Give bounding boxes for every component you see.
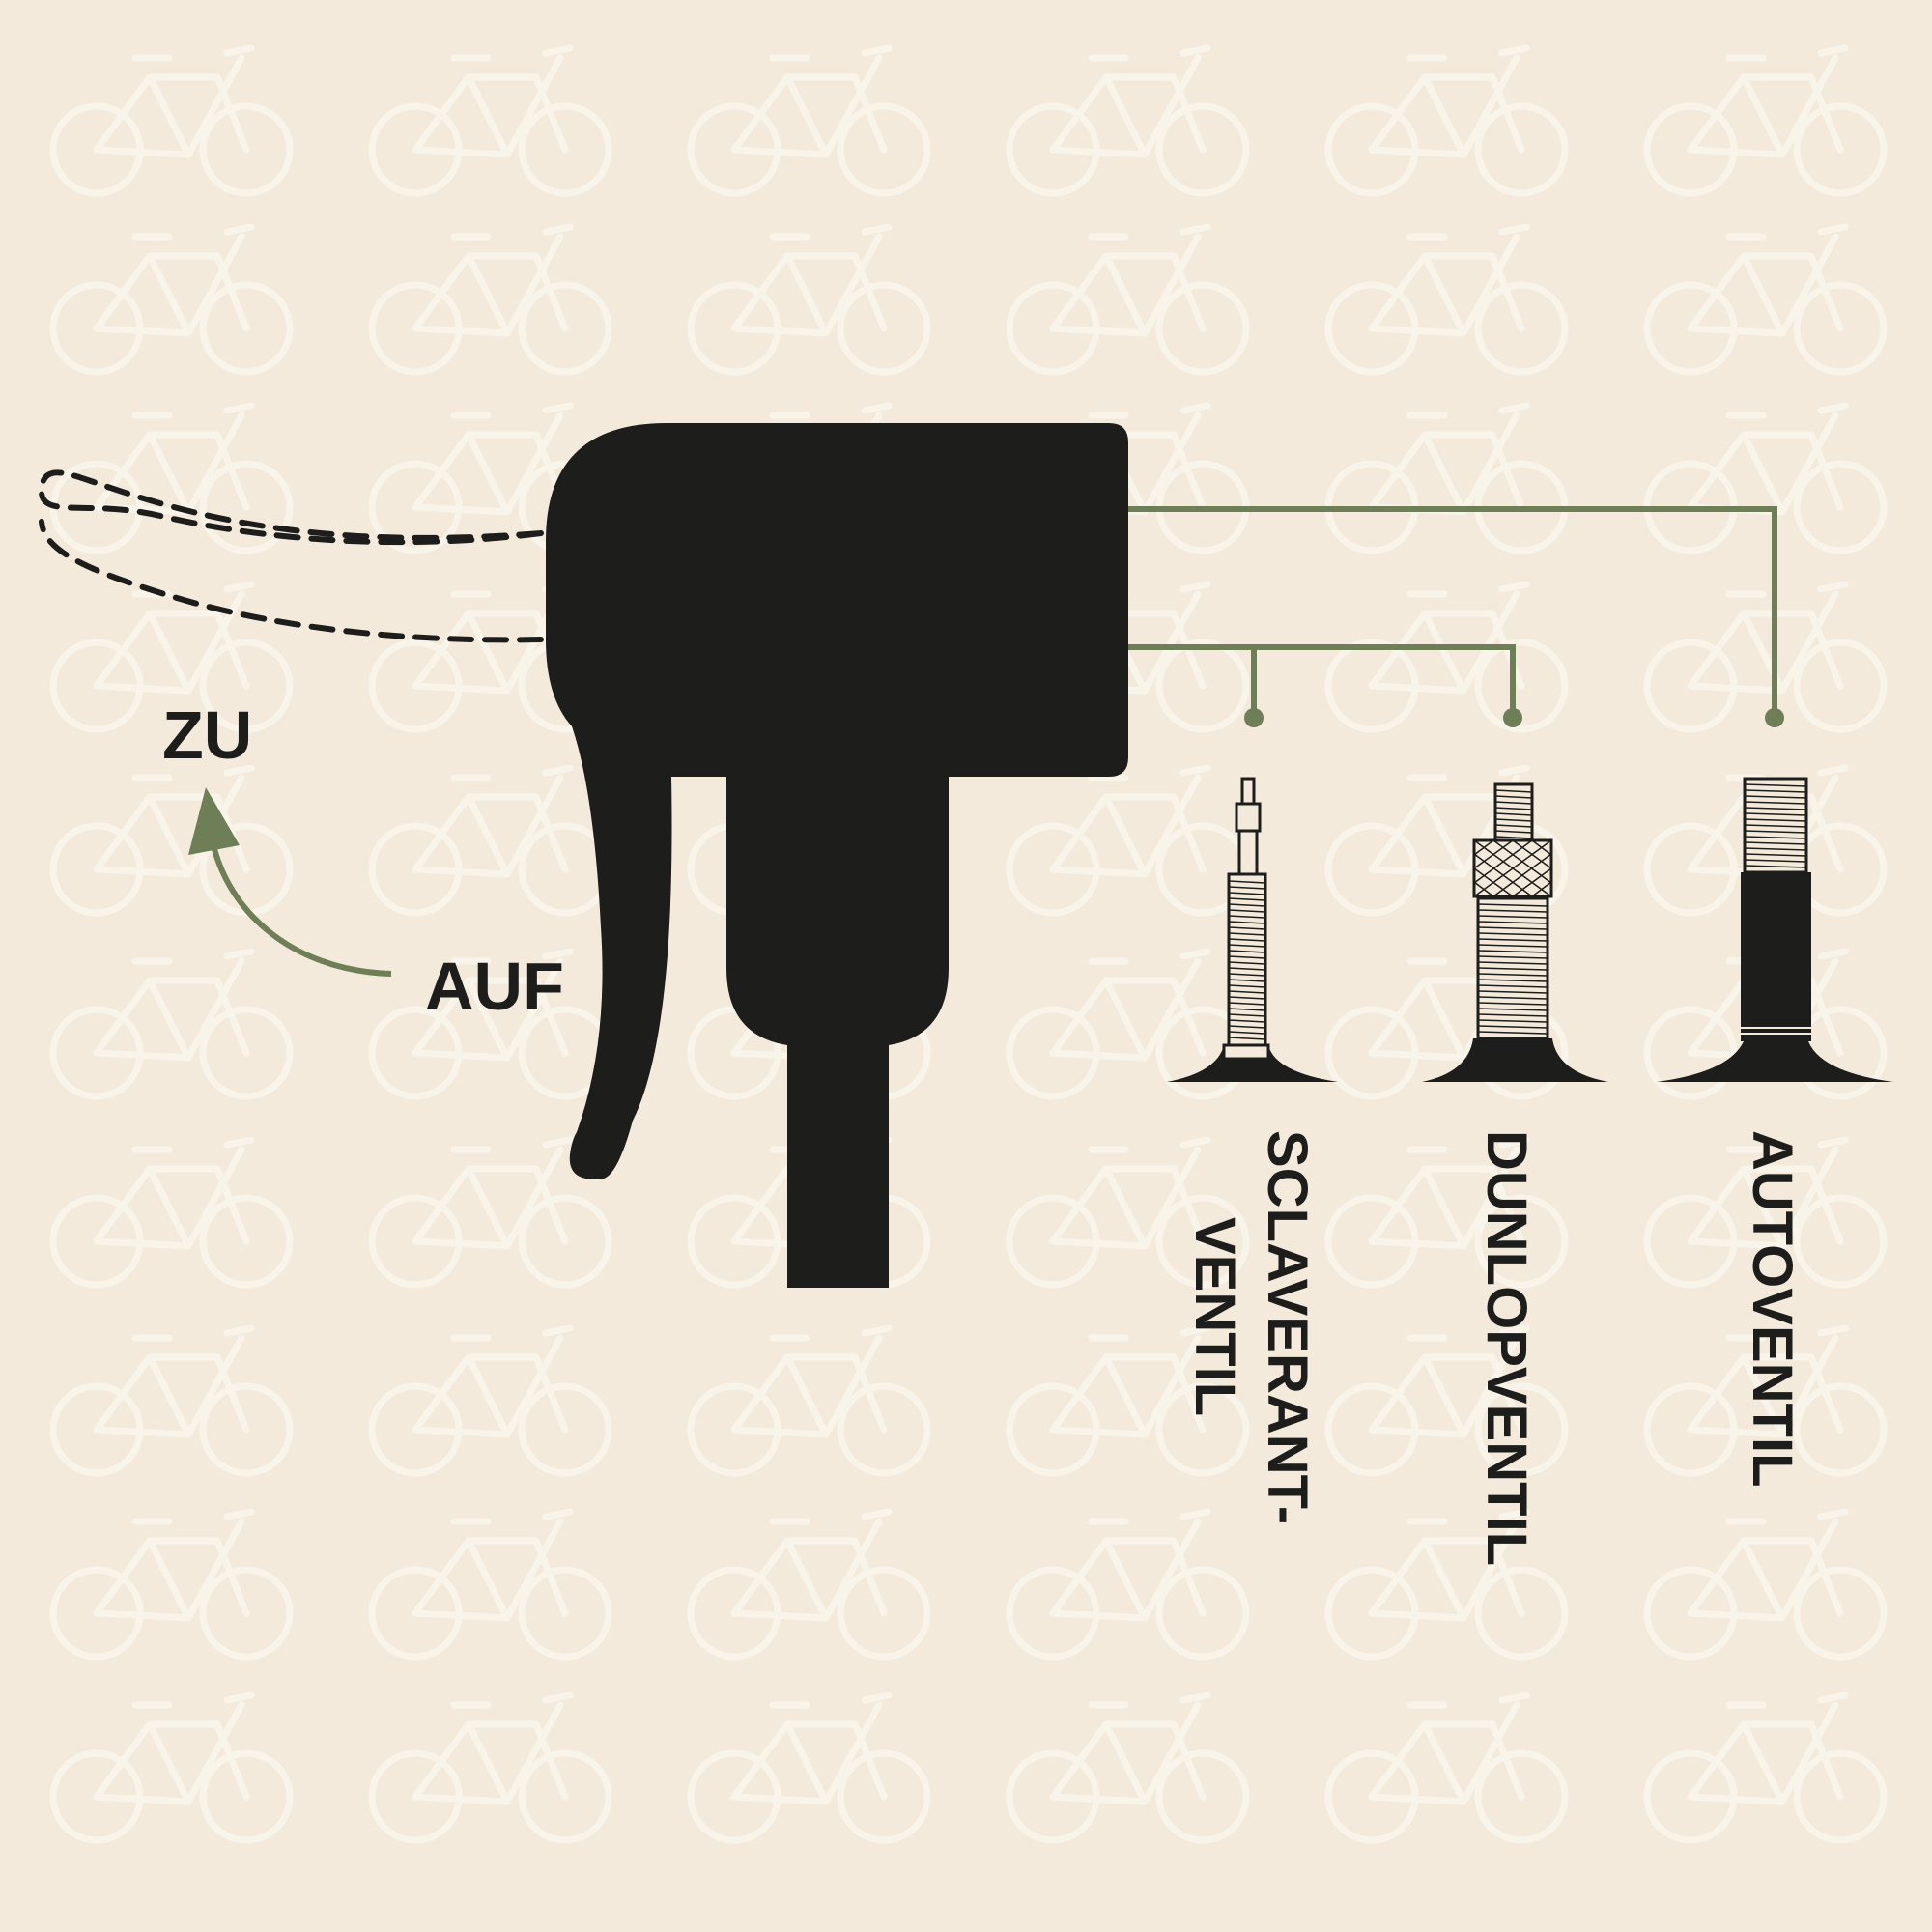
auto-valve-icon bbox=[1657, 777, 1893, 1082]
auto-label: AUTOVENTIL bbox=[1741, 1130, 1804, 1488]
sclaverand-valve-icon bbox=[1167, 777, 1338, 1082]
sclaverand-label-line1: SCLAVERANT- bbox=[1256, 1130, 1319, 1524]
connector-dot-auto bbox=[1765, 708, 1784, 727]
lever-closed-outline bbox=[38, 469, 544, 546]
connector-dot-sclaverand bbox=[1244, 708, 1264, 727]
open-to-close-arrow bbox=[208, 830, 392, 977]
valve-connectors bbox=[1128, 506, 1777, 718]
pump-head-icon bbox=[546, 423, 1128, 1288]
lever-closed-outline-lower bbox=[39, 519, 544, 643]
arrow-head-icon bbox=[188, 787, 240, 855]
dunlop-label: DUNLOPVENTIL bbox=[1475, 1130, 1538, 1566]
zu-label: ZU bbox=[162, 697, 252, 773]
connector-dot-dunlop bbox=[1503, 708, 1522, 727]
dunlop-valve-icon bbox=[1422, 782, 1608, 1082]
sclaverand-label-line2: VENTIL bbox=[1183, 1217, 1246, 1416]
auf-label: AUF bbox=[425, 949, 564, 1024]
